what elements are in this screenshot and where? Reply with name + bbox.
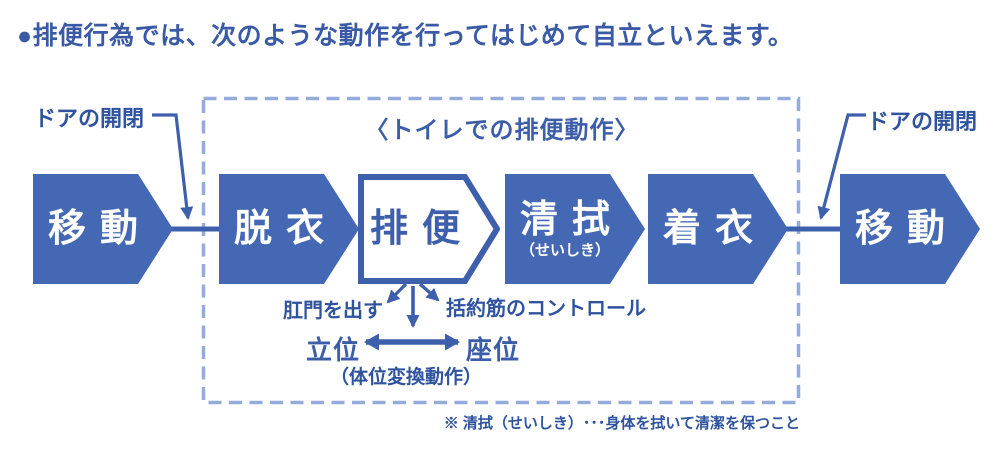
defecation-outline-shape — [358, 174, 500, 284]
sitting-label: 座位 — [466, 335, 521, 365]
flow-step-label: 移動 — [854, 208, 959, 250]
sphincter-label: 括約筋のコントロール — [446, 298, 646, 320]
flow-step-label: 排便 — [369, 208, 474, 250]
flow-step-label: 着衣 — [662, 208, 767, 250]
flow-step-label: 脱衣 — [233, 208, 338, 250]
flow-step-label: 移動 — [47, 208, 152, 250]
arrow-sphincter — [418, 282, 440, 302]
door-label-right: ドアの開閉 — [867, 109, 978, 134]
footnote: ※ 清拭（せいしき）･･･身体を拭いて清潔を保つこと — [443, 415, 800, 432]
flow-step-defecation: 排便 — [358, 174, 500, 284]
standing-label: 立位 — [306, 335, 361, 365]
door-arrow-left — [152, 113, 194, 220]
arrow-anus — [386, 282, 408, 304]
flow-step-label: 清拭 — [519, 198, 624, 241]
door-label-left: ドアの開閉 — [34, 106, 145, 131]
toilet-group-label: 〈トイレでの排便動作〉 — [364, 117, 640, 144]
flow-step-move-1: 移動 — [33, 174, 173, 284]
flow-step-undress: 脱衣 — [219, 174, 359, 284]
toilet-group-dashed-box — [201, 96, 801, 405]
page-title: ●排便行為では、次のような動作を行ってはじめて自立といえます。 — [17, 22, 794, 50]
anus-label: 肛門を出す — [283, 300, 383, 322]
door-arrow-right — [817, 113, 866, 220]
position-change-label: （体位変換動作） — [330, 367, 483, 388]
flow-step-sublabel: （せいしき） — [519, 241, 610, 259]
